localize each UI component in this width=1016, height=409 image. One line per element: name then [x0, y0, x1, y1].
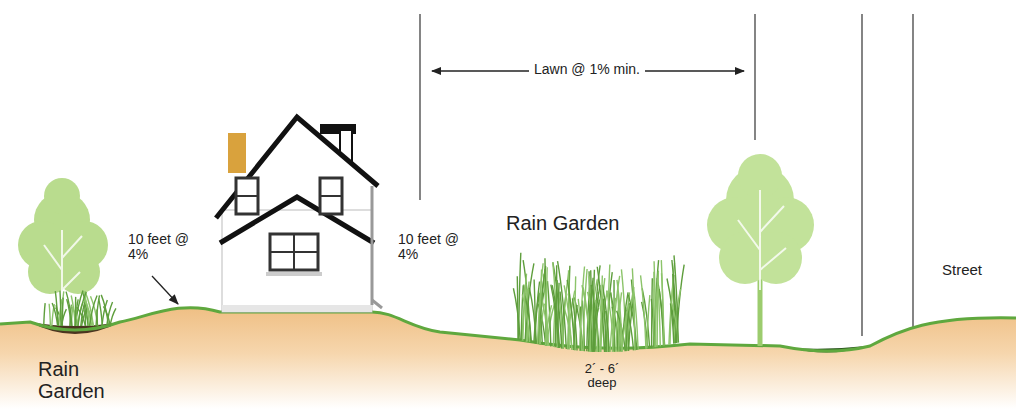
- grass-blade: [44, 303, 45, 326]
- grass-blade: [564, 285, 572, 349]
- grass-blade: [49, 304, 50, 326]
- grass-blade: [519, 253, 521, 340]
- grass-blade: [647, 295, 650, 348]
- grass-blade: [546, 267, 547, 345]
- slope-label: 10 feet @ 4%: [128, 232, 212, 263]
- rain-garden-label: Rain Garden: [506, 212, 619, 234]
- grass-blade: [96, 295, 99, 326]
- grass-blade: [578, 299, 581, 351]
- grass-blade: [101, 295, 108, 326]
- grass-blade: [641, 275, 646, 348]
- grass-blade: [60, 291, 61, 326]
- grass-blade: [78, 292, 86, 326]
- grass-blade: [523, 260, 531, 342]
- grass-blade: [674, 255, 678, 342]
- grass-blade: [90, 296, 97, 326]
- soil: [0, 308, 1016, 409]
- rain-garden-plants: [44, 253, 684, 352]
- grass-blade: [583, 269, 587, 351]
- grass-blade: [572, 298, 577, 350]
- grass-blade: [593, 291, 595, 352]
- grass-blade: [75, 297, 77, 326]
- grass-blade: [110, 308, 116, 326]
- leader-arrow: [152, 276, 178, 304]
- street-label: Street: [942, 262, 982, 279]
- grass-blade: [662, 273, 665, 345]
- grass-blade: [62, 309, 67, 326]
- grass-blade: [601, 276, 602, 352]
- dimension-label: Lawn @ 1% min.: [529, 62, 645, 77]
- grass-blade: [654, 260, 659, 347]
- grass-blade: [632, 268, 635, 350]
- grass-blade: [538, 263, 544, 344]
- depth-label: 2´ - 6´ deep: [571, 362, 633, 391]
- rain-garden-label: Rain Garden: [38, 358, 118, 402]
- grass-blade: [551, 285, 559, 348]
- grass-blade: [588, 278, 593, 352]
- reference-lines: [420, 14, 913, 336]
- grass-blade: [52, 303, 57, 326]
- grass-blade: [654, 261, 656, 347]
- ground-line: [0, 308, 1016, 351]
- tree: [707, 154, 814, 346]
- house: [216, 117, 382, 312]
- grass-blade: [96, 310, 98, 326]
- grass-blade: [612, 276, 619, 352]
- grass-blade: [525, 263, 534, 341]
- grass-blade: [574, 305, 577, 350]
- slope-label: 10 feet @ 4%: [398, 232, 482, 263]
- grass-blade: [67, 299, 72, 326]
- grass-blade: [658, 286, 660, 346]
- grass-blade: [651, 278, 653, 347]
- grass-blade: [522, 294, 529, 342]
